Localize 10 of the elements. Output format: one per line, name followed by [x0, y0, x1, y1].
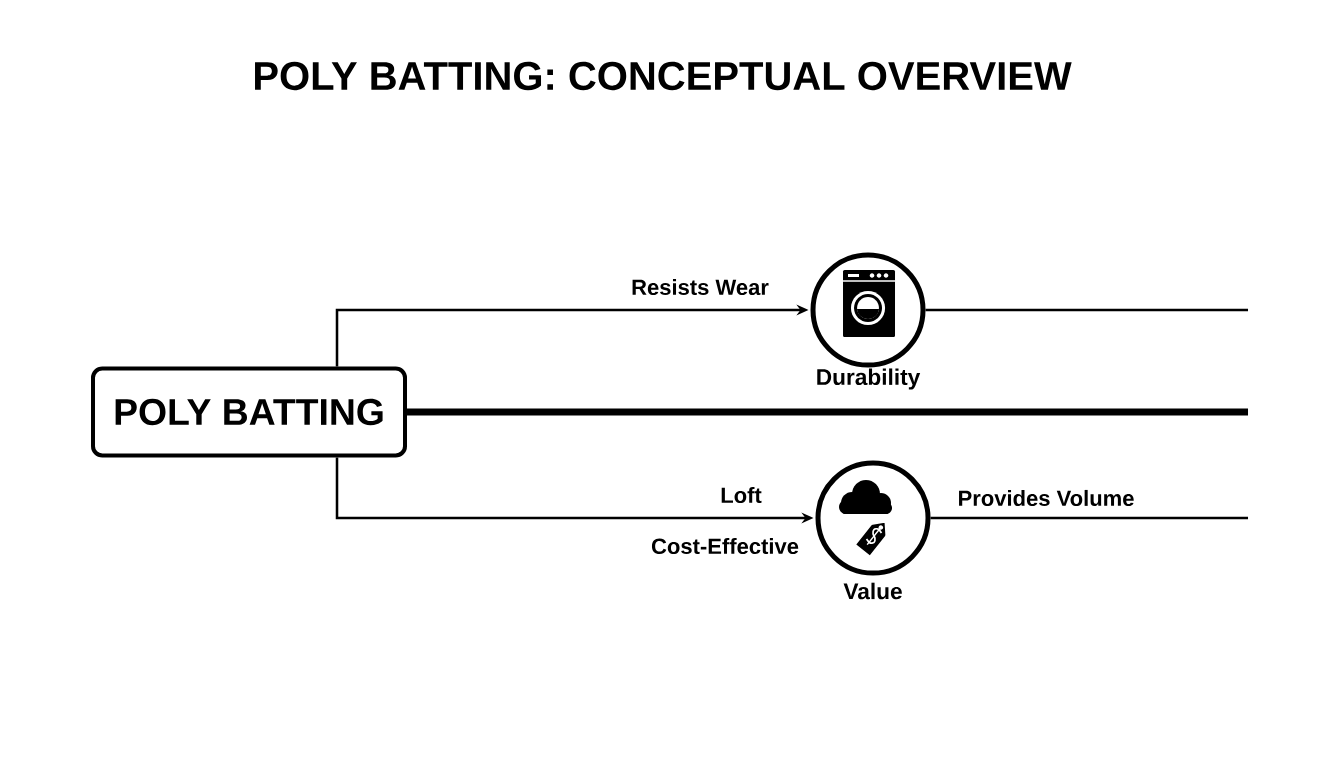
node-caption: Value: [843, 582, 902, 600]
edge-label: Loft: [718, 485, 764, 505]
edge-label: Provides Volume: [956, 488, 1136, 508]
connector-line: [925, 308, 1248, 312]
node-caption: Durability: [817, 368, 921, 390]
rounded-box: POLY BATTING: [91, 366, 407, 458]
connector-line: [930, 516, 1248, 520]
text-label: Cost-Effective: [649, 536, 801, 556]
title: POLY BATTING: CONCEPTUAL OVERVIEW: [255, 61, 1072, 91]
edge-label: Resists Wear: [629, 277, 771, 297]
